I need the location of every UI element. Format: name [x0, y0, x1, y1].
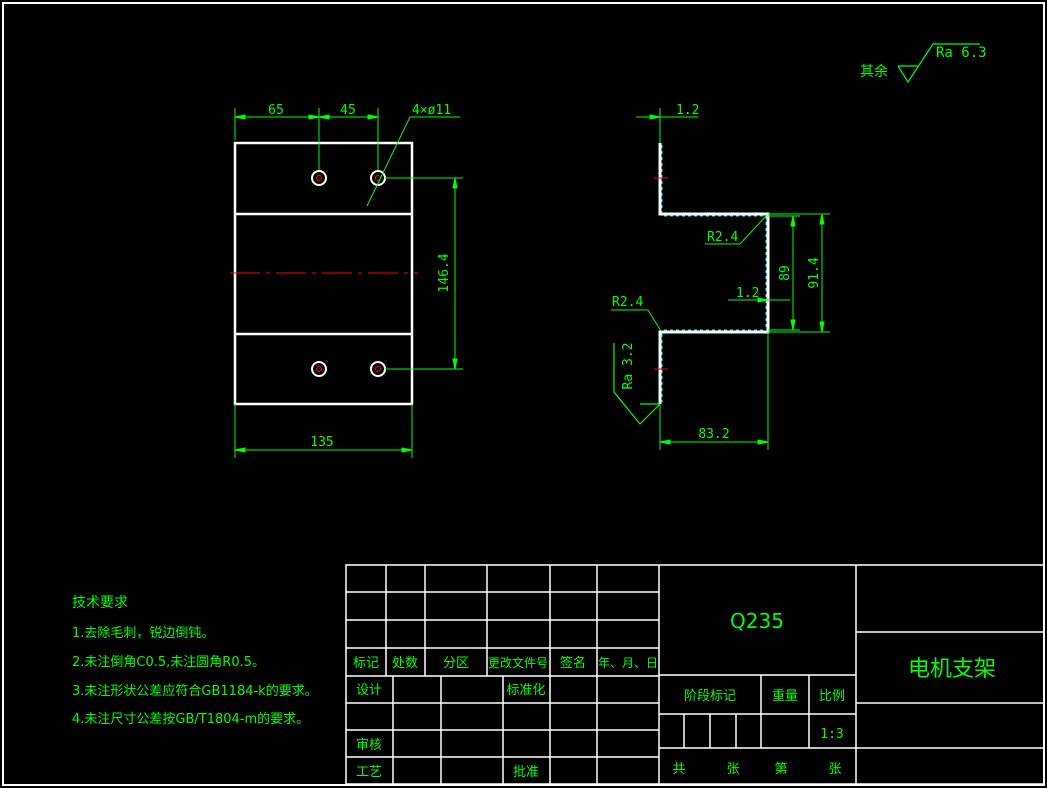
dim-65: 65 [268, 103, 284, 118]
dim-89: 89 [778, 265, 793, 281]
dim-mid-thickness: 1.2 [736, 286, 759, 301]
dim-83-2: 83.2 [698, 427, 729, 442]
label-design: 设计 [356, 683, 382, 698]
roughness-value: Ra 6.3 [936, 45, 987, 61]
dimension-83-2 [659, 332, 769, 450]
tech-req-item: 4.未注尺寸公差按GB/T1804-m的要求。 [72, 711, 309, 727]
label-stage-mark: 阶段标记 [684, 689, 736, 704]
dimension-65-45 [234, 108, 379, 170]
side-view: 1.2 R2.4 R2.4 1.2 [611, 103, 830, 450]
label-scale: 比例 [819, 689, 845, 704]
dimension-top-thickness [636, 108, 698, 143]
radius-bottom: R2.4 [612, 295, 643, 310]
radius-top: R2.4 [707, 230, 738, 245]
dim-holes: 4×ø11 [412, 103, 451, 118]
label-weight: 重量 [772, 688, 798, 704]
dim-top-thickness: 1.2 [676, 103, 699, 118]
dimension-89-91 [768, 213, 830, 333]
label-sheet: 张 [726, 762, 739, 777]
header-date: 年、月、日 [598, 656, 658, 670]
hole-leader [366, 116, 460, 207]
hole [311, 361, 327, 377]
dim-45: 45 [340, 103, 356, 118]
technical-requirements: 技术要求 1.去除毛刺，锐边倒钝。 2.未注倒角C0.5,未注圆角R0.5。 3… [72, 595, 318, 727]
side-view-hatch [661, 145, 767, 402]
dimension-146-4 [385, 177, 463, 370]
roughness-side: Ra 3.2 [621, 343, 636, 390]
radius-leader-top [705, 214, 768, 245]
dim-135: 135 [310, 435, 333, 450]
label-sheet: 张 [828, 762, 841, 777]
header-signature: 签名 [560, 655, 586, 671]
material: Q235 [730, 609, 784, 633]
label-standardize: 标准化 [506, 683, 545, 698]
dim-91-4: 91.4 [807, 257, 822, 288]
header-mark: 标记 [353, 656, 379, 671]
part-name: 电机支架 [908, 657, 996, 682]
title-block: 标记 处数 分区 更改文件号 签名 年、月、日 设计 标准化 审核 工艺 批准 … [345, 564, 1045, 785]
side-view-profile [658, 143, 770, 404]
label-total: 共 [672, 762, 685, 777]
radius-leader-bottom [611, 309, 662, 332]
tech-req-item: 2.未注倒角C0.5,未注圆角R0.5。 [72, 655, 265, 670]
label-review: 审核 [356, 738, 382, 753]
tech-req-item: 1.去除毛刺，锐边倒钝。 [72, 626, 214, 641]
tech-req-title: 技术要求 [72, 595, 128, 611]
dimension-135 [234, 404, 413, 458]
dimension-mid-thickness [728, 297, 790, 303]
header-count: 处数 [392, 656, 418, 671]
dim-146-4: 146.4 [437, 253, 452, 292]
label-approve: 批准 [513, 765, 539, 780]
scale-value: 1:3 [820, 727, 843, 742]
label-page: 第 [774, 762, 787, 777]
tech-req-item: 3.未注形状公差应符合GB1184-k的要求。 [72, 683, 318, 699]
roughness-prefix: 其余 [860, 63, 888, 80]
header-zone: 分区 [443, 656, 469, 671]
header-change-doc: 更改文件号 [488, 655, 548, 670]
hole [370, 361, 386, 377]
label-process: 工艺 [356, 765, 382, 780]
roughness-side-symbol [613, 343, 661, 425]
front-view: 65 45 4×ø11 146.4 135 [230, 103, 463, 458]
hole [311, 170, 327, 186]
roughness-symbol: 其余 Ra 6.3 [860, 43, 987, 84]
